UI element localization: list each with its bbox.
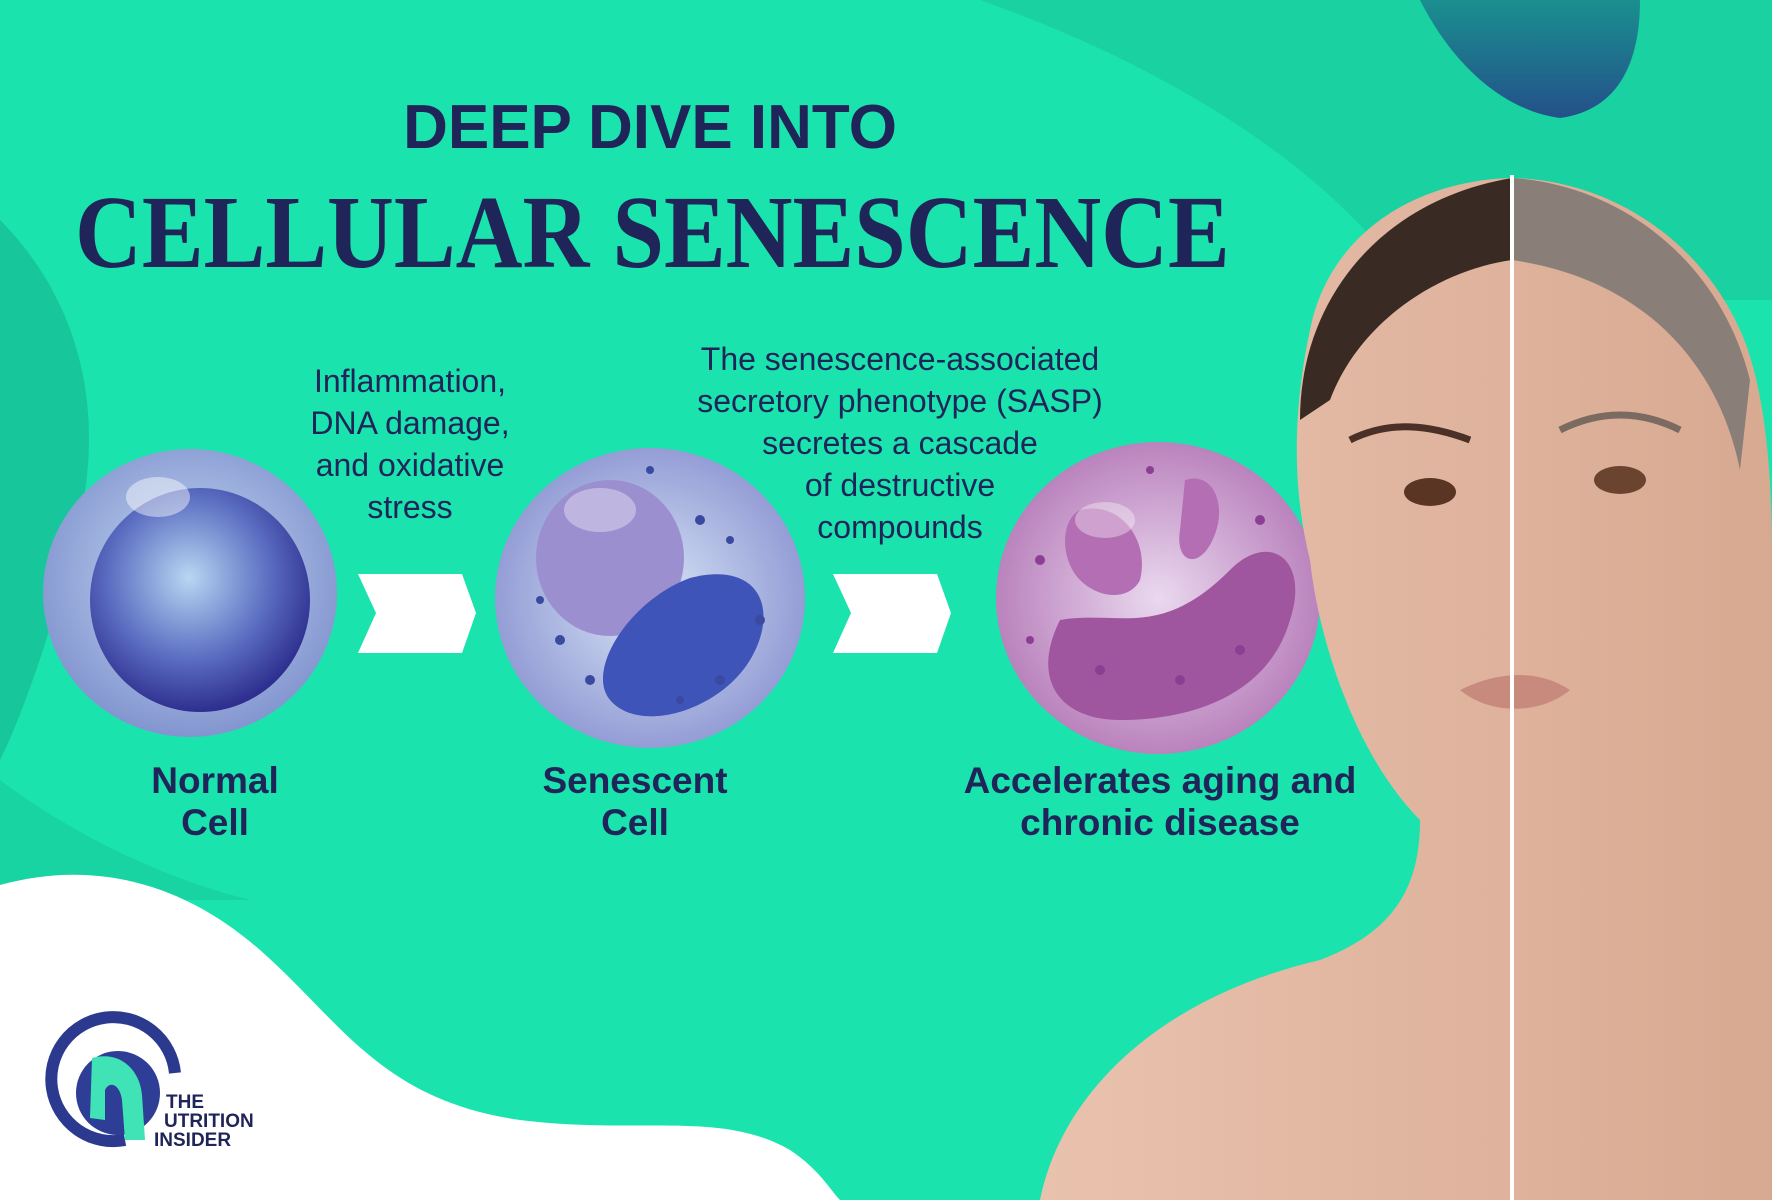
page-title: CELLULAR SENESCENCE <box>75 175 1230 290</box>
normal-cell-illustration <box>43 449 337 737</box>
label-line: Senescent <box>542 760 728 801</box>
label-line: Normal <box>151 760 279 801</box>
caption-line: secretes a cascade <box>762 425 1038 461</box>
caption-line: stress <box>367 489 453 525</box>
caption-line: DNA damage, <box>310 405 510 441</box>
senescent-cell-illustration <box>495 448 805 748</box>
arrow-right-icon <box>358 574 476 653</box>
aging-face-photo <box>1040 175 1772 1200</box>
arrow-right-icon <box>833 574 951 653</box>
before-after-divider <box>1510 175 1514 1200</box>
white-wave <box>0 874 840 1200</box>
step-label-outcome: Accelerates aging and chronic disease <box>880 760 1440 844</box>
caption-line: compounds <box>817 509 983 545</box>
transition-caption-1: Inflammation, DNA damage, and oxidative … <box>270 360 550 528</box>
label-line: Accelerates aging and <box>963 760 1357 801</box>
step-label-senescent-cell: Senescent Cell <box>480 760 790 844</box>
logo-mark <box>45 1011 181 1148</box>
label-line: Cell <box>601 802 669 843</box>
caption-line: The senescence-associated <box>700 341 1100 377</box>
label-line: Cell <box>181 802 249 843</box>
transition-caption-2: The senescence-associated secretory phen… <box>640 338 1160 548</box>
caption-line: Inflammation, <box>313 363 507 399</box>
step-label-normal-cell: Normal Cell <box>80 760 350 844</box>
logo-wordmark: THE UTRITION INSIDER <box>154 1092 254 1150</box>
logo-line: INSIDER <box>154 1130 232 1151</box>
sasp-cell-illustration <box>996 442 1320 754</box>
caption-line: of destructive <box>804 467 996 503</box>
caption-line: and oxidative <box>315 447 505 483</box>
header-kicker: DEEP DIVE INTO <box>403 93 897 162</box>
caption-line: secretory phenotype (SASP) <box>697 383 1103 419</box>
logo-line: UTRITION <box>164 1111 254 1132</box>
logo-line: THE <box>166 1092 204 1113</box>
label-line: chronic disease <box>1020 802 1300 843</box>
